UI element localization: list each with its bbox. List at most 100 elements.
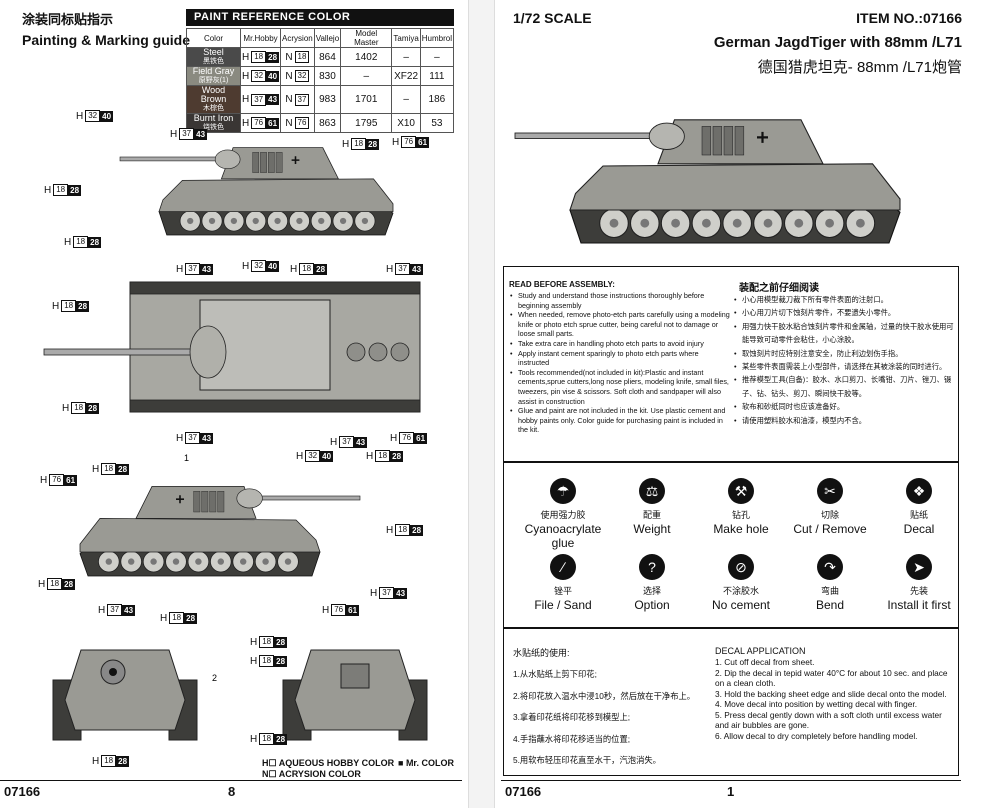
callout-number: 18 [259, 636, 275, 648]
spare-track [260, 152, 267, 173]
read-before-heading-en: READ BEFORE ASSEMBLY: [509, 280, 615, 289]
painting-title-cn: 涂装同标贴指示 [22, 12, 114, 27]
read-before-list-en: Study and understand those instructions … [509, 291, 731, 435]
callout-badge: 43 [394, 587, 408, 599]
page-gutter [468, 0, 495, 808]
painting-title-en: Painting & Marking guide [22, 32, 191, 48]
spare-track [193, 490, 201, 513]
footer-item-code-right: 07166 [505, 784, 542, 799]
callout-number: 37 [179, 128, 195, 140]
install-first-icon: ➤ [906, 554, 932, 580]
wheel-hub [105, 558, 112, 565]
read-before-heading-cn: 装配之前仔细阅读 [739, 283, 819, 294]
callout-badge: 28 [184, 612, 198, 624]
callout-badge: 28 [274, 636, 288, 648]
callout-number: 18 [101, 755, 117, 767]
hull [79, 517, 321, 553]
callout-prefix: H [370, 587, 378, 599]
wheel-hub [274, 217, 281, 225]
callout-badge: 28 [62, 578, 76, 590]
symbol-label-cn: 使用强力胶 [540, 510, 586, 520]
paint-humbrol-value: 53 [419, 113, 455, 133]
symbol-label-en: Make hole [713, 522, 769, 536]
callout-badge: 28 [68, 184, 82, 196]
symbol-label-en: Weight [633, 522, 671, 536]
decal-step-en: 6. Allow decal to dry completely before … [715, 730, 918, 741]
paint-code-badge: 28 [266, 51, 280, 63]
read-before-item-cn: 取蚀刻片时应特别注意安全，防止利边划伤手指。 [733, 347, 955, 361]
callout-badge: 28 [76, 300, 90, 312]
kit-name-cn: 德国猎虎坦克- 88mm /L71炮管 [757, 59, 962, 76]
paint-tamiya-value: – [391, 47, 421, 67]
decal-step-cn: 2.将印花放入温水中浸10秒，然后放在干净布上。 [513, 690, 696, 701]
callout-prefix: H [250, 636, 258, 648]
callout-badge: 28 [410, 524, 424, 536]
callout-badge: 61 [414, 432, 428, 444]
callout-number: 18 [375, 450, 391, 462]
callout-number: 37 [107, 604, 123, 616]
paint-code-prefix: H [242, 70, 250, 82]
spare-track [734, 126, 745, 156]
paint-code-badge: 43 [266, 94, 280, 105]
paint-name-en: Field Gray [192, 66, 235, 76]
callout-number: 37 [395, 263, 411, 275]
wheel-hub [150, 558, 157, 565]
wheel-hub [794, 218, 804, 228]
callout-prefix: H [386, 524, 394, 536]
paint-col-header: Model Master [340, 28, 393, 48]
top-track [129, 281, 421, 295]
wheel-hub [732, 218, 742, 228]
read-before-item-cn: 推荐模型工具(自备)：胶水、水口剪刀、长嘴钳、刀片、锉刀、镊子、钻、钻头、剪刀、… [733, 373, 955, 400]
symbol-label-en: Cut / Remove [793, 522, 867, 536]
callout-badge: 28 [390, 450, 404, 462]
callout-prefix: H [62, 402, 70, 414]
callout-prefix: H [250, 733, 258, 745]
paint-code-number: 76 [251, 117, 267, 129]
symbol-label-cn: 切除 [820, 510, 839, 520]
paint-tamiya-value: – [391, 85, 421, 114]
paint-vallejo-value: 863 [313, 113, 342, 133]
gun-mantlet [236, 488, 263, 509]
paint-code-prefix: H [242, 117, 250, 129]
callout-prefix: H [390, 432, 398, 444]
paint-code-badge: 61 [266, 117, 280, 129]
wheel-hub [128, 558, 135, 565]
read-before-item-cn: 某些零件表面需装上小型部件，请选择在其被涂装的同时进行。 [733, 360, 955, 374]
callout-badge: 43 [122, 604, 136, 616]
tank-rear-view [282, 649, 428, 741]
callout-badge: 61 [64, 474, 78, 486]
paint-code-number: 18 [294, 51, 310, 63]
paint-code-badge: 40 [266, 70, 280, 82]
paint-vallejo-value: 983 [313, 85, 342, 114]
end-hull [294, 649, 416, 731]
read-before-assembly-box [503, 266, 959, 462]
wheel-hub [240, 558, 247, 565]
callout-badge: 43 [194, 128, 208, 140]
callout-number: 18 [299, 263, 315, 275]
callout-number: 37 [339, 436, 355, 448]
symbol-label-cn: 弯曲 [820, 586, 839, 596]
decal-step-en: 2. Dip the decal in tepid water 40°C for… [715, 667, 948, 689]
tank-hero-side-view [514, 119, 901, 244]
footer-page-number-left: 8 [228, 784, 236, 799]
callout-prefix: H [176, 432, 184, 444]
